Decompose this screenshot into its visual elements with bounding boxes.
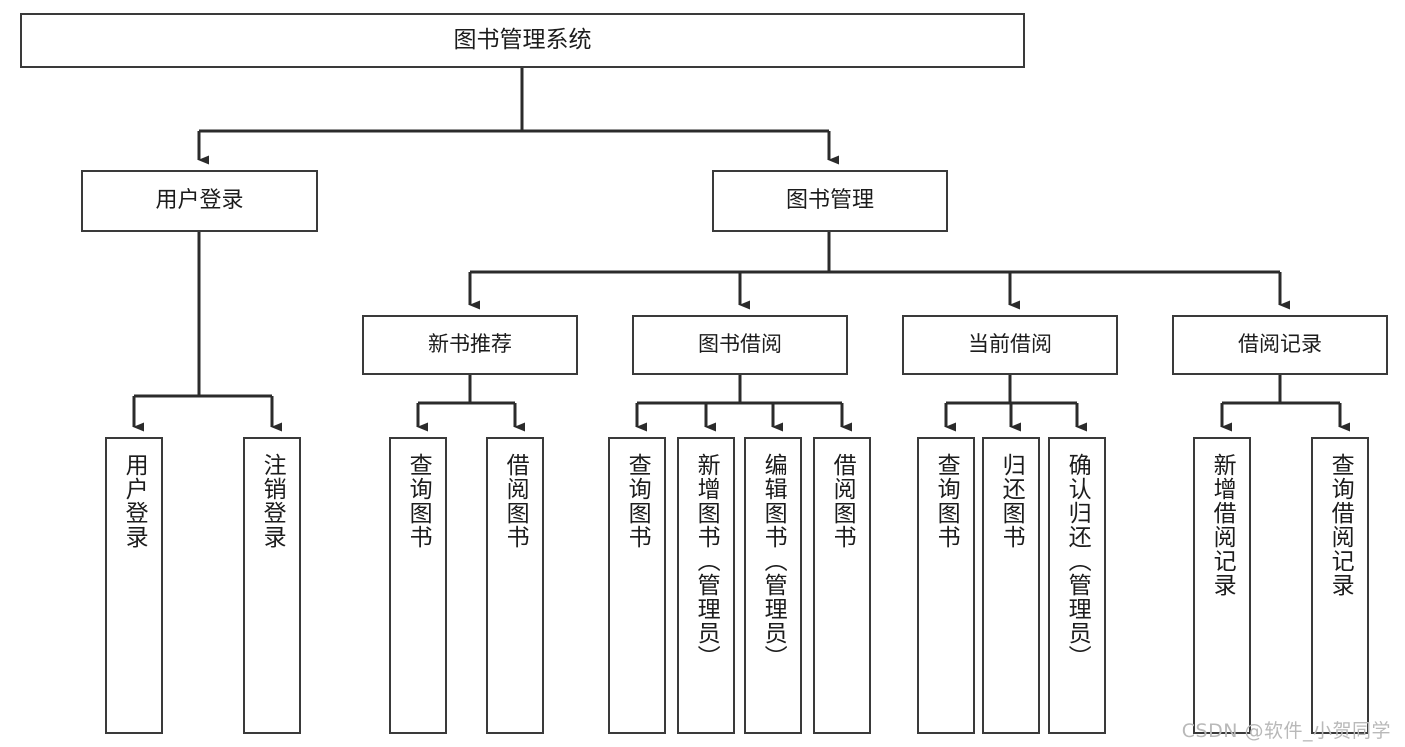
node-label: 注销登录 — [259, 453, 286, 549]
leaf-return-book[interactable]: 归还图书 — [982, 437, 1040, 734]
node-label: 新增借阅记录 — [1209, 453, 1236, 597]
node-user-login[interactable]: 用户登录 — [81, 170, 318, 232]
node-label: 归还图书 — [998, 453, 1025, 549]
node-root-system[interactable]: 图书管理系统 — [20, 13, 1025, 68]
leaf-borrow-book[interactable]: 借阅图书 — [813, 437, 871, 734]
node-label: 查询图书 — [933, 453, 960, 549]
leaf-add-book-admin[interactable]: 新增图书（管理员） — [677, 437, 735, 734]
node-label: 查询借阅记录 — [1327, 453, 1354, 597]
node-label: 借阅记录 — [1238, 332, 1322, 357]
node-label: 图书借阅 — [698, 332, 782, 357]
leaf-user-login[interactable]: 用户登录 — [105, 437, 163, 734]
node-label: 确认归还（管理员） — [1064, 453, 1091, 669]
node-label: 图书管理系统 — [453, 26, 592, 53]
node-label: 图书管理 — [785, 187, 874, 213]
node-label: 当前借阅 — [968, 332, 1052, 357]
leaf-query-borrow-record[interactable]: 查询借阅记录 — [1311, 437, 1369, 734]
leaf-add-borrow-record[interactable]: 新增借阅记录 — [1193, 437, 1251, 734]
leaf-borrow-book-recommend[interactable]: 借阅图书 — [486, 437, 544, 734]
node-label: 新书推荐 — [428, 332, 512, 357]
leaf-query-book-borrow[interactable]: 查询图书 — [608, 437, 666, 734]
node-label: 新增图书（管理员） — [693, 453, 720, 669]
leaf-edit-book-admin[interactable]: 编辑图书（管理员） — [744, 437, 802, 734]
node-label: 查询图书 — [405, 453, 432, 549]
leaf-query-book-recommend[interactable]: 查询图书 — [389, 437, 447, 734]
leaf-query-book-current[interactable]: 查询图书 — [917, 437, 975, 734]
node-label: 用户登录 — [121, 453, 148, 549]
node-new-book-recommend[interactable]: 新书推荐 — [362, 315, 578, 375]
node-current-borrow[interactable]: 当前借阅 — [902, 315, 1118, 375]
node-book-borrow[interactable]: 图书借阅 — [632, 315, 848, 375]
leaf-logout[interactable]: 注销登录 — [243, 437, 301, 734]
watermark: CSDN @软件_小贺同学 — [1181, 720, 1391, 742]
node-book-management[interactable]: 图书管理 — [712, 170, 948, 232]
leaf-confirm-return-admin[interactable]: 确认归还（管理员） — [1048, 437, 1106, 734]
node-label: 编辑图书（管理员） — [760, 453, 787, 669]
node-borrow-record[interactable]: 借阅记录 — [1172, 315, 1388, 375]
node-label: 借阅图书 — [829, 453, 856, 549]
node-label: 借阅图书 — [502, 453, 529, 549]
node-label: 用户登录 — [155, 187, 244, 213]
node-label: 查询图书 — [624, 453, 651, 549]
